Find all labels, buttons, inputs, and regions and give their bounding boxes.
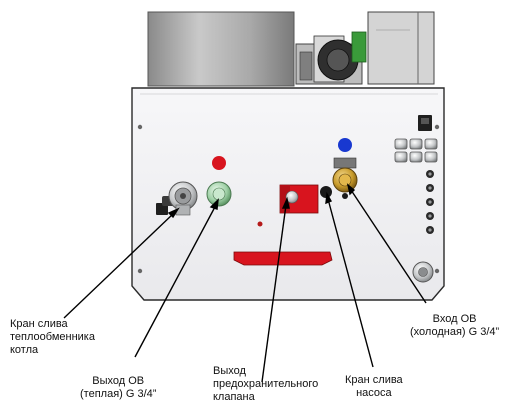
callout-pump-drain: Кран слива насоса xyxy=(345,374,403,400)
callout-outlet-warm: Выход ОВ (теплая) G 3/4” xyxy=(80,375,156,401)
callout-line: Кран слива xyxy=(10,318,68,330)
callout-line: предохранительного xyxy=(213,378,319,390)
callout-safety-valve-outlet: Выход предохранительного клапана xyxy=(213,365,318,404)
callout-line: клапана xyxy=(213,391,255,403)
panel-screw xyxy=(137,268,143,274)
green-terminal-block xyxy=(351,31,367,63)
callout-drain-heat-exchanger: Кран слива теплообменника котла xyxy=(10,318,95,357)
cable-glands xyxy=(394,138,438,234)
leader-safety-valve xyxy=(261,204,287,383)
red-marker-warm-outlet xyxy=(212,156,226,170)
red-handle xyxy=(233,251,333,266)
heat-exchanger-drain-tap xyxy=(156,181,198,216)
bottom-cable-gland xyxy=(412,261,434,283)
panel-screw xyxy=(434,124,440,130)
callout-line: (холодная) G 3/4” xyxy=(410,326,500,338)
leader-pump-drain xyxy=(327,198,374,368)
leader-outlet-warm xyxy=(134,204,217,358)
leader-inlet-cold xyxy=(350,189,427,304)
upper-assembly xyxy=(147,11,435,87)
leader-drain-heat-exchanger xyxy=(63,212,175,319)
panel-screw xyxy=(434,268,440,274)
callout-line: Выход ОВ xyxy=(92,375,145,387)
callout-line: котла xyxy=(10,344,39,356)
callout-line: теплообменника xyxy=(10,331,95,343)
right-frame xyxy=(367,11,435,85)
callout-line: Кран слива xyxy=(345,374,403,386)
small-red-dot xyxy=(257,221,263,227)
warm-outlet-fitting xyxy=(206,181,232,207)
callout-inlet-cold: Вход ОВ (холодная) G 3/4” xyxy=(410,313,499,339)
leader-lines xyxy=(63,183,427,383)
blue-marker-cold-inlet xyxy=(338,138,352,152)
cold-inlet-fitting xyxy=(332,157,358,199)
callout-line: Вход ОВ xyxy=(432,313,477,325)
panel-screw xyxy=(137,124,143,130)
heat-exchanger-tank xyxy=(147,11,295,87)
pump-drain-knob xyxy=(320,186,332,198)
power-switch xyxy=(418,115,432,131)
callout-line: насоса xyxy=(356,387,392,399)
callout-line: Выход xyxy=(213,365,246,377)
callout-line: (теплая) G 3/4” xyxy=(80,388,157,400)
